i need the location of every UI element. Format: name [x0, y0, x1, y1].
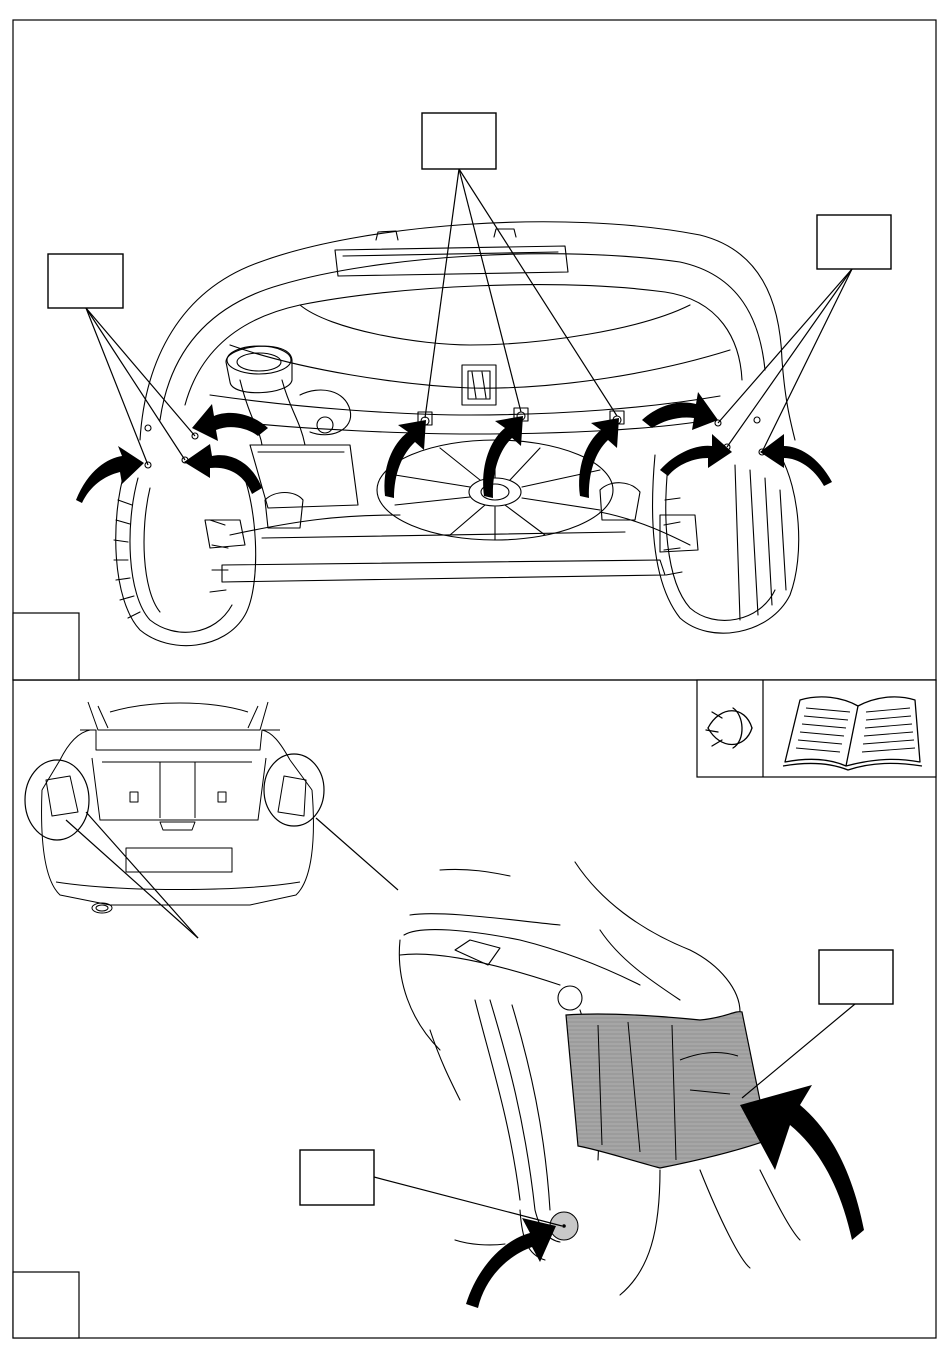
car-rear-thumbnail: [42, 702, 314, 913]
car-underbody-drawing: [114, 222, 799, 646]
step-number-box-top: [13, 613, 79, 680]
panel-underbody: [13, 20, 936, 680]
icon-panel: [697, 680, 936, 777]
callout-plug-hole: [300, 1150, 562, 1226]
highlight-circle-left: [25, 760, 89, 840]
panel-frame-bottom: [13, 680, 936, 1338]
arrow-liner: [740, 1085, 864, 1240]
step-number-box-bottom: [13, 1272, 79, 1338]
arrow-right-inner-lower: [660, 434, 732, 476]
callout-left-rear-fasteners: [48, 254, 195, 465]
callout-center-fasteners: [422, 113, 617, 418]
wheel-arch-liner-part: [566, 1012, 768, 1168]
leader-thumb-left-b: [86, 812, 198, 938]
leader-thumb-right: [316, 818, 398, 890]
arrow-plug: [466, 1218, 556, 1308]
arrow-left-inner-lower: [184, 444, 262, 494]
callout-right-rear-fasteners: [718, 215, 891, 452]
leader-thumb-left-a: [66, 820, 198, 938]
arrows-underbody: [76, 392, 832, 503]
callout-wheel-arch-liner: [742, 950, 893, 1098]
arrow-right-outer: [760, 434, 832, 486]
arrow-left-inner-upper: [192, 404, 268, 441]
panel-wheel-arch: [13, 680, 936, 1338]
arrow-center-left: [384, 420, 426, 498]
